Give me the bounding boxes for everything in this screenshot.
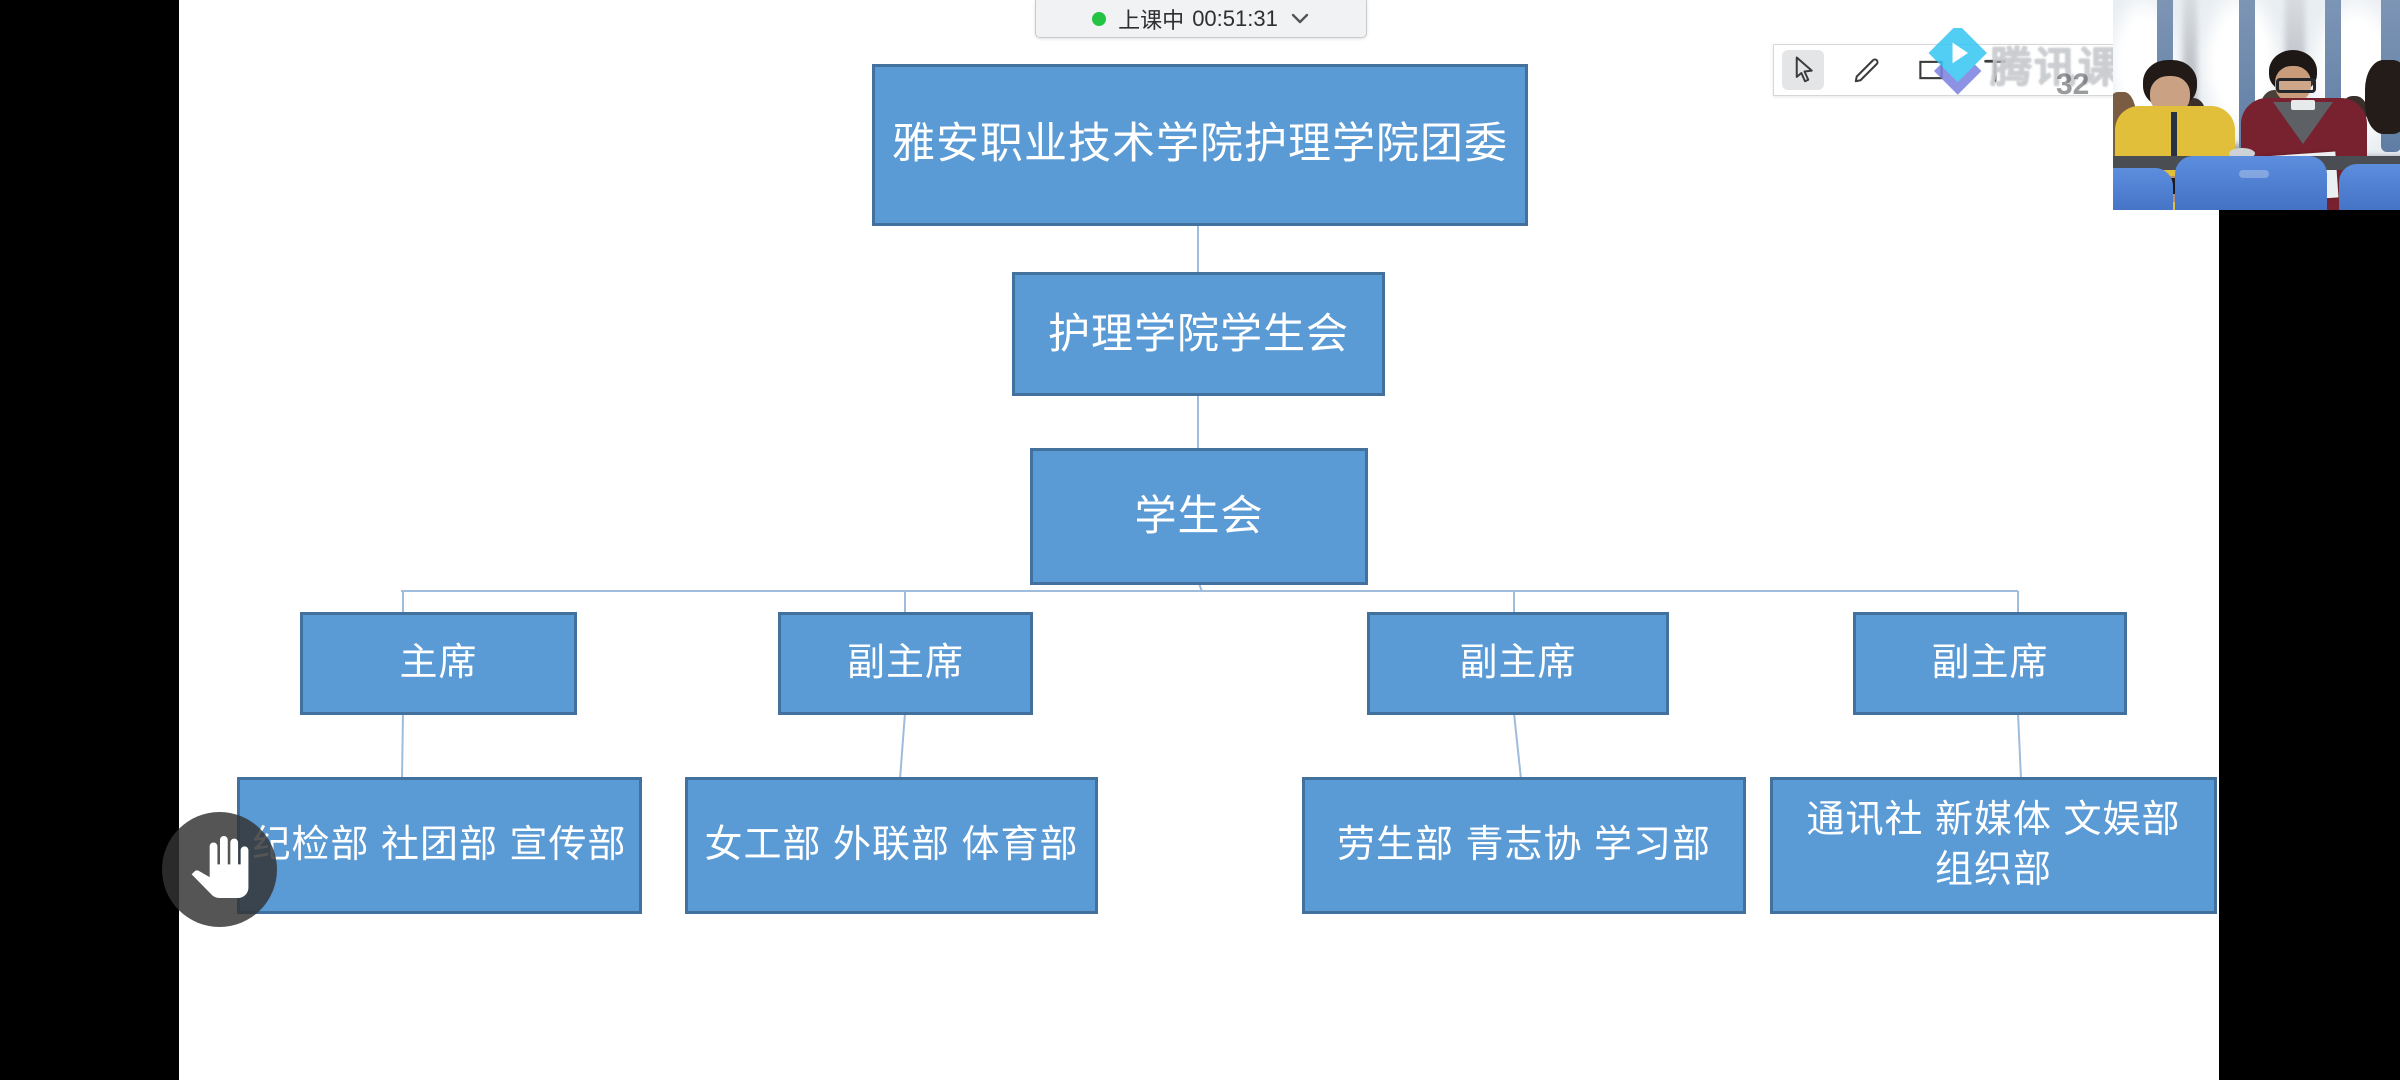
class-status-label: 上课中	[1118, 7, 1185, 33]
desk-item	[2229, 148, 2255, 159]
chevron-down-icon	[1290, 12, 1310, 26]
pen-icon	[1852, 55, 1882, 85]
hand-icon	[189, 836, 251, 903]
letterbox-left	[0, 0, 179, 1080]
student-right-glasses	[2276, 78, 2316, 93]
live-status-dot-icon	[1092, 11, 1107, 26]
text-icon	[1980, 55, 2010, 85]
webcam-video[interactable]	[2113, 0, 2400, 210]
class-timer: 00:51:31	[1192, 5, 1278, 31]
org-node-departments-1: 纪检部 社团部 宣传部	[237, 777, 642, 914]
pen-tool-button[interactable]	[1846, 50, 1888, 90]
blue-chair	[2339, 164, 2400, 210]
class-status-pill[interactable]: 上课中 00:51:31	[1035, 0, 1367, 38]
org-node-departments-4: 通讯社 新媒体 文娱部 组织部	[1770, 777, 2217, 914]
org-node-vice-chairman-1: 副主席	[778, 612, 1033, 715]
rectangle-tool-button[interactable]	[1910, 50, 1952, 90]
student-right-face	[2275, 66, 2311, 102]
student-right-collar	[2291, 100, 2315, 110]
blue-chair	[2175, 156, 2327, 210]
student-left-lanyard	[2171, 112, 2177, 164]
org-node-college-student-union: 护理学院学生会	[1012, 272, 1385, 396]
blue-chair	[2113, 168, 2173, 210]
cursor-select-icon	[1788, 55, 1818, 85]
chair-slot	[2239, 170, 2269, 178]
org-node-departments-2: 女工部 外联部 体育部	[685, 777, 1098, 914]
hand-cursor	[162, 812, 277, 927]
org-node-chairman: 主席	[300, 612, 577, 715]
org-node-departments-3: 劳生部 青志协 学习部	[1302, 777, 1746, 914]
text-tool-button[interactable]	[1974, 50, 2016, 90]
org-node-league-committee: 雅安职业技术学院护理学院团委	[872, 64, 1528, 226]
org-node-vice-chairman-3: 副主席	[1853, 612, 2127, 715]
cursor-select-tool-button[interactable]	[1782, 50, 1824, 90]
student-edge-hair	[2365, 60, 2400, 134]
rectangle-icon	[1916, 55, 1946, 85]
org-node-student-union: 学生会	[1030, 448, 1368, 585]
org-node-vice-chairman-2: 副主席	[1367, 612, 1669, 715]
